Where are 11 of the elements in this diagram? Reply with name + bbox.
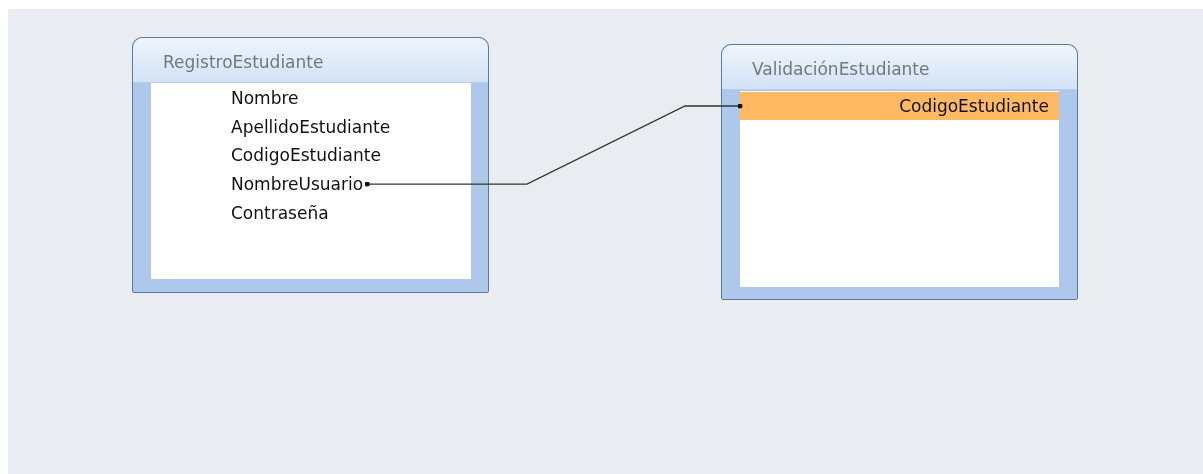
table-window [132, 37, 489, 293]
field-name: NombreUsuario [231, 170, 368, 199]
table-title: RegistroEstudiante [163, 52, 324, 72]
field-name: Nombre [231, 84, 303, 112]
field-name: CodigoEstudiante [231, 141, 385, 170]
relationship-line [364, 103, 743, 187]
field-name: ApellidoEstudiante [231, 112, 395, 141]
table-title: ValidaciónEstudiante [752, 59, 930, 79]
selected-field-row: CodigoEstudiante [740, 92, 1059, 120]
field-name: Contraseña [231, 198, 333, 227]
table-window [721, 44, 1078, 300]
